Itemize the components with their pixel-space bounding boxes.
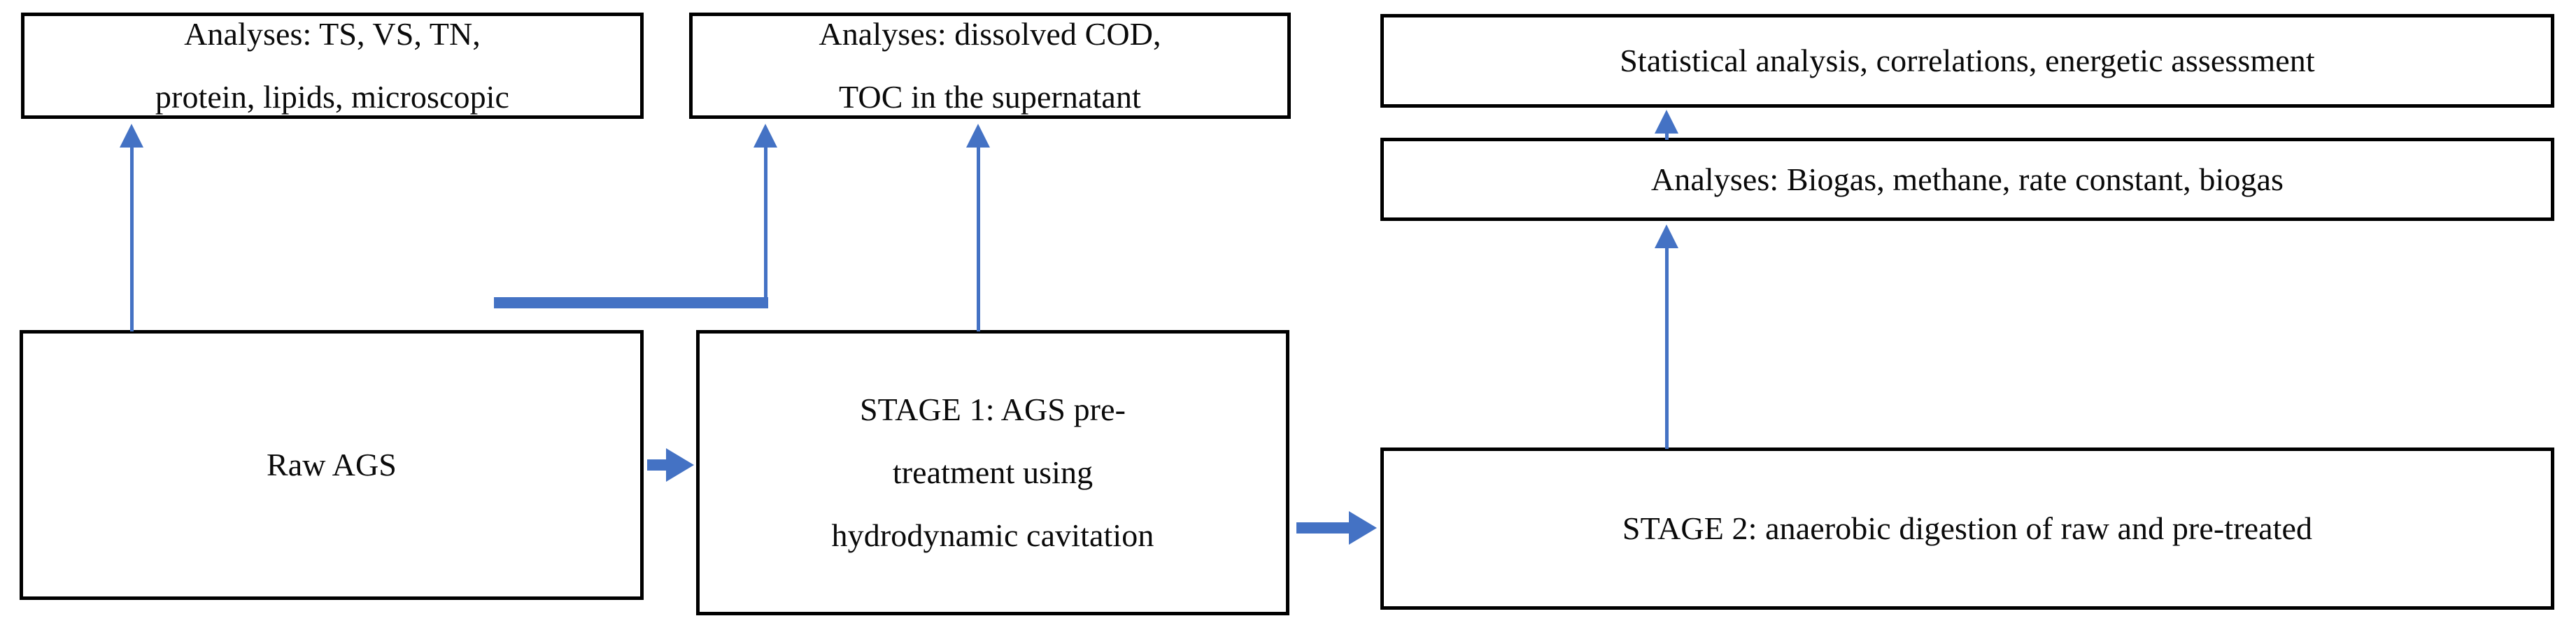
node-analyses-raw-sludge[interactable]: Analyses: TS, VS, TN, protein, lipids, m… [21,13,644,119]
arrow-head-up-icon [1655,224,1678,248]
node-statistical-analysis[interactable]: Statistical analysis, correlations, ener… [1380,14,2554,108]
connector-line-vertical [1665,246,1669,449]
arrow-head-up-icon [753,124,777,148]
node-stage-1-line1: STAGE 1: AGS pre- [859,392,1126,428]
node-raw-ags[interactable]: Raw AGS [20,330,644,600]
node-analyses-supernatant-line2: TOC in the supernatant [839,79,1141,115]
node-analyses-supernatant-line1: Analyses: dissolved COD, [819,16,1161,52]
node-stage-1-line3: hydrodynamic cavitation [831,517,1154,553]
node-statistical-analysis-label: Statistical analysis, correlations, ener… [1620,43,2315,79]
connector-line-horizontal [1296,522,1351,534]
node-raw-ags-label: Raw AGS [266,447,397,483]
arrow-head-up-icon [1655,110,1678,134]
arrow-head-up-icon [120,124,143,148]
connector-line-vertical [1665,131,1669,140]
node-analyses-supernatant[interactable]: Analyses: dissolved COD, TOC in the supe… [689,13,1291,119]
node-analyses-raw-sludge-line2: protein, lipids, microscopic [155,79,510,115]
node-analyses-supernatant-label: Analyses: dissolved COD, TOC in the supe… [693,3,1287,128]
node-analyses-raw-sludge-line1: Analyses: TS, VS, TN, [184,16,481,52]
arrow-head-right-icon [1349,511,1377,545]
arrow-head-right-icon [666,448,694,482]
connector-line-vertical [130,145,134,331]
node-stage-2[interactable]: STAGE 2: anaerobic digestion of raw and … [1380,448,2554,610]
arrow-head-up-icon [966,124,990,148]
connector-line-horizontal [494,297,768,308]
node-analyses-biogas-label: Analyses: Biogas, methane, rate constant… [1650,161,2284,197]
node-analyses-biogas[interactable]: Analyses: Biogas, methane, rate constant… [1380,138,2554,221]
connector-line-vertical [764,145,767,301]
node-stage-1-line2: treatment using [892,455,1094,491]
node-stage-1[interactable]: STAGE 1: AGS pre- treatment using hydrod… [696,330,1289,615]
connector-line-vertical [977,145,980,331]
node-stage-2-label: STAGE 2: anaerobic digestion of raw and … [1622,510,2313,547]
node-analyses-raw-sludge-label: Analyses: TS, VS, TN, protein, lipids, m… [24,3,640,128]
node-stage-1-label: STAGE 1: AGS pre- treatment using hydrod… [700,378,1286,566]
